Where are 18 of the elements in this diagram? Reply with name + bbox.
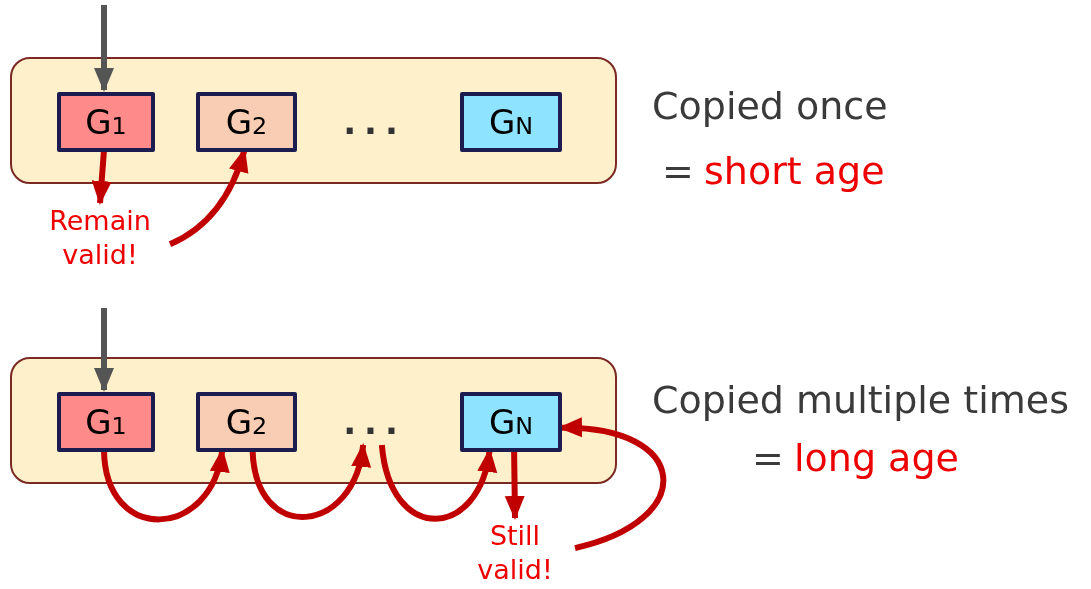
highlight-text: short age [704, 149, 885, 193]
arrow [378, 444, 496, 522]
note-text: Copied once [652, 84, 888, 128]
note-text: = [752, 436, 784, 480]
ellipsis: ... [332, 397, 417, 447]
annotation-text: Remain valid! [30, 203, 170, 273]
group-panel [10, 357, 617, 484]
arrow [504, 449, 525, 520]
ellipsis: ... [332, 97, 417, 147]
arrow [91, 149, 112, 205]
group-panel [10, 57, 617, 184]
annotation-text: Still valid! [455, 518, 575, 588]
arrow [249, 443, 369, 520]
highlight-text: long age [794, 436, 959, 480]
note-text: = [662, 149, 694, 193]
arrow [94, 308, 114, 392]
arrow [94, 5, 114, 92]
note-text: Copied multiple times [652, 378, 1069, 422]
